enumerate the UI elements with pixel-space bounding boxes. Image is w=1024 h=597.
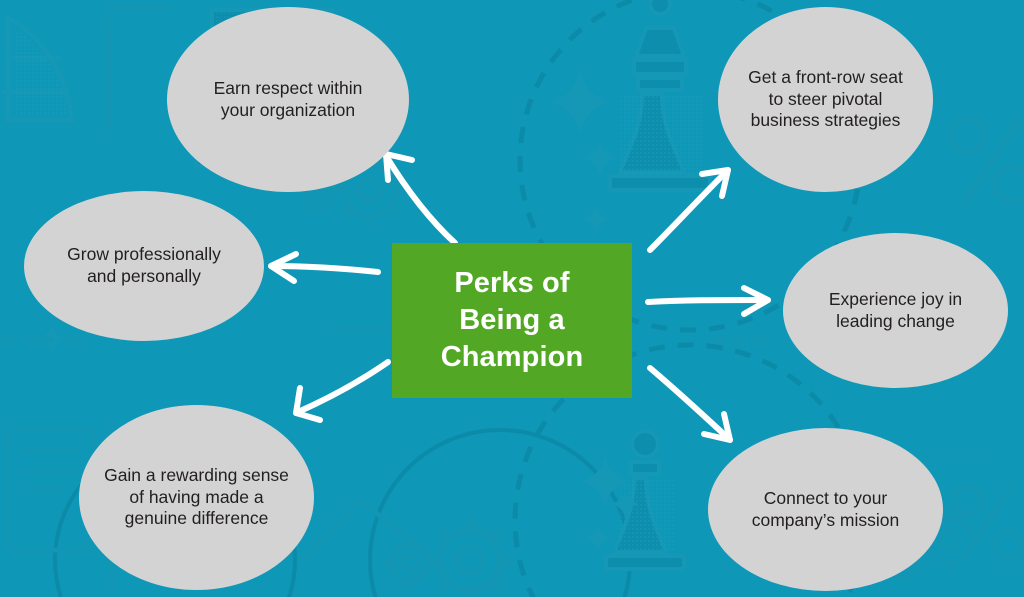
target-icon: TARGET [922,449,991,466]
gear-icon [383,536,437,590]
node-gain-rewarding-sense[interactable]: Gain a rewarding sense of having made a … [79,405,314,590]
node-gain-rewarding-sense-label: Gain a rewarding sense of having made a … [104,464,289,529]
arrow-to-joy [645,285,771,317]
node-grow-professionally-label: Grow professionally and personally [67,244,221,286]
node-connect-mission-label: Connect to your company’s mission [751,487,900,530]
node-earn-respect-label: Earn respect within your organization [213,77,363,120]
arrow-to-frontrow [647,167,731,253]
circle-outline-icon [368,428,632,597]
arrow-to-respect [383,151,458,246]
flag-icon [2,13,75,123]
center-title-box: Perks of Being a Champion [392,243,632,398]
node-connect-mission[interactable]: Connect to your company’s mission [708,428,943,591]
arrow-to-grow [268,251,381,284]
gear-icon [426,516,514,597]
arrow-to-connect [647,365,733,443]
arrow-to-gain [293,359,391,423]
node-experience-joy-label: Experience joy in leading change [828,288,963,331]
node-experience-joy[interactable]: Experience joy in leading change [783,233,1008,388]
chess-queen-icon [608,0,712,192]
percent-icon [950,482,1024,563]
percent-icon [947,114,1024,208]
node-earn-respect[interactable]: Earn respect within your organization [167,7,409,192]
chess-pawn-icon [604,429,686,571]
center-title-text: Perks of Being a Champion [440,266,584,374]
node-front-row-seat[interactable]: Get a front-row seat to steer pivotal bu… [718,7,933,192]
node-front-row-seat-label: Get a front-row seat to steer pivotal bu… [748,66,903,131]
node-grow-professionally[interactable]: Grow professionally and personally [24,191,264,341]
